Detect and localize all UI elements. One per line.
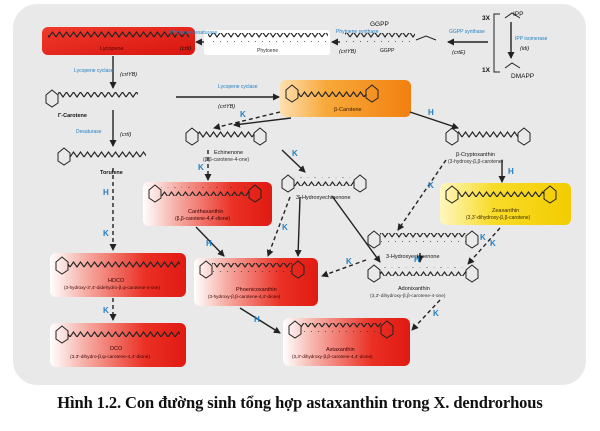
enzyme-phytoene-synthase: Phytoene synthase — [336, 29, 379, 35]
step-k: K — [282, 223, 288, 232]
adonixanthin-desc: (3,3'-dihydroxy-β,β-carotene-4-one) — [370, 293, 446, 299]
step-k: K — [433, 309, 439, 318]
canthaxanthin-desc: (β,β-carotene-4,4'-dione) — [175, 216, 230, 222]
enzyme-ipp-isomerase: IPP isomerase — [515, 36, 548, 42]
step-k: K — [292, 149, 298, 158]
step-letters: K H K K H K H K K K H K K K H H K — [103, 108, 514, 324]
adonixanthin-label: Adonixanthin — [398, 286, 430, 292]
enzyme-desaturase: Desaturase — [76, 129, 102, 135]
pathway-arrows — [109, 22, 515, 334]
astaxanthin-label: Astaxanthin — [326, 347, 355, 353]
lycopene-label: Lycopene — [100, 46, 124, 52]
beta-cryptoxanthin-label: β-Cryptoxanthin — [456, 152, 495, 158]
dco-label: DCO — [110, 346, 123, 352]
step-k: K — [103, 306, 109, 315]
step-h: H — [206, 239, 212, 248]
step-k: K — [428, 181, 434, 190]
three-hydroxyechinenone-label: 3-Hydroxyechinenone — [386, 254, 440, 260]
astaxanthin-desc: (3,3'-dihydroxy-β,β-carotene-4,4'-dione) — [292, 354, 373, 359]
molecule-structures — [45, 12, 557, 344]
pathway-dashed-arrows — [109, 111, 501, 331]
hdco-desc: (3-hydroxy-3',4'-didehydro-β,ψ-carotene-… — [64, 285, 160, 290]
enzyme-phytoene-desaturase: Phytoene desaturase — [170, 30, 217, 36]
gamma-carotene-label: Γ-Carotene — [58, 113, 87, 119]
step-k: K — [346, 257, 352, 266]
enzyme-ggpp-synthase: GGPP synthase — [449, 29, 485, 35]
enzyme-crti: (crtI) — [180, 46, 191, 52]
phoenicoxanthin-desc: (3-hydroxy-β,β-carotene-4,4'-dione) — [208, 294, 281, 299]
echinenone-label: Echinenone — [214, 150, 243, 156]
three-k-label: 3X — [482, 15, 491, 22]
ggpp-label: GGPP — [370, 21, 389, 28]
enzyme-idi: (idi) — [520, 46, 529, 52]
step-h: H — [254, 315, 260, 324]
step-k: K — [198, 163, 204, 172]
phytoene-label: Phytoene — [257, 48, 278, 54]
step-k: K — [480, 233, 486, 242]
beta-cryptoxanthin-desc: (3-hydroxy-β,β-carotene) — [448, 159, 504, 165]
enzyme-crtyb-top: (crtYB) — [339, 49, 356, 55]
three-hydroxyechinenone-prime-label: 3'-Hydroxyechinenone — [296, 195, 351, 201]
echinenone-desc: (β,β-carotene-4-one) — [203, 157, 249, 163]
torulene-label: Torulene — [100, 170, 123, 176]
enzyme-crtyb-1: (crtYB) — [120, 72, 137, 78]
enzyme-lycopene-cyclase-2: Lycopene cyclase — [218, 84, 258, 90]
phoenicoxanthin-label: Phoenicoxanthin — [236, 287, 277, 293]
figure-caption: Hình 1.2. Con đường sinh tổng hợp astaxa… — [57, 393, 543, 412]
enzyme-crti-2: (crtI) — [120, 132, 131, 138]
enzyme-lycopene-cyclase-1: Lycopene cyclase — [74, 68, 114, 74]
canthaxanthin-label: Canthaxanthin — [188, 209, 223, 215]
step-k: K — [103, 229, 109, 238]
enzyme-crtyb-2: (crtYB) — [218, 104, 235, 110]
one-k-label: 1X — [482, 67, 491, 74]
zeaxanthin-label: Zeaxanthin — [492, 208, 519, 214]
enzyme-crte: (crtE) — [452, 50, 466, 56]
zeaxanthin-desc: (3,3'-dihydroxy-β,β-carotene) — [466, 215, 531, 221]
step-h: H — [508, 167, 514, 176]
ggpp-chain-label: GGPP — [380, 48, 395, 54]
dmapp-label: DMAPP — [511, 73, 534, 80]
ipp-bracket — [493, 13, 500, 73]
step-h: H — [103, 188, 109, 197]
ipp-label: IPP — [513, 11, 523, 18]
beta-carotene-label: β-Carotene — [334, 107, 362, 113]
step-k: K — [490, 239, 496, 248]
step-k: K — [240, 110, 246, 119]
dco-desc: (3,3'-dihydro-β,ψ-carotene-4,4'-dione) — [70, 354, 150, 360]
step-h: H — [414, 255, 420, 264]
step-h: H — [428, 108, 434, 117]
hdco-label: HDCO — [108, 278, 125, 284]
